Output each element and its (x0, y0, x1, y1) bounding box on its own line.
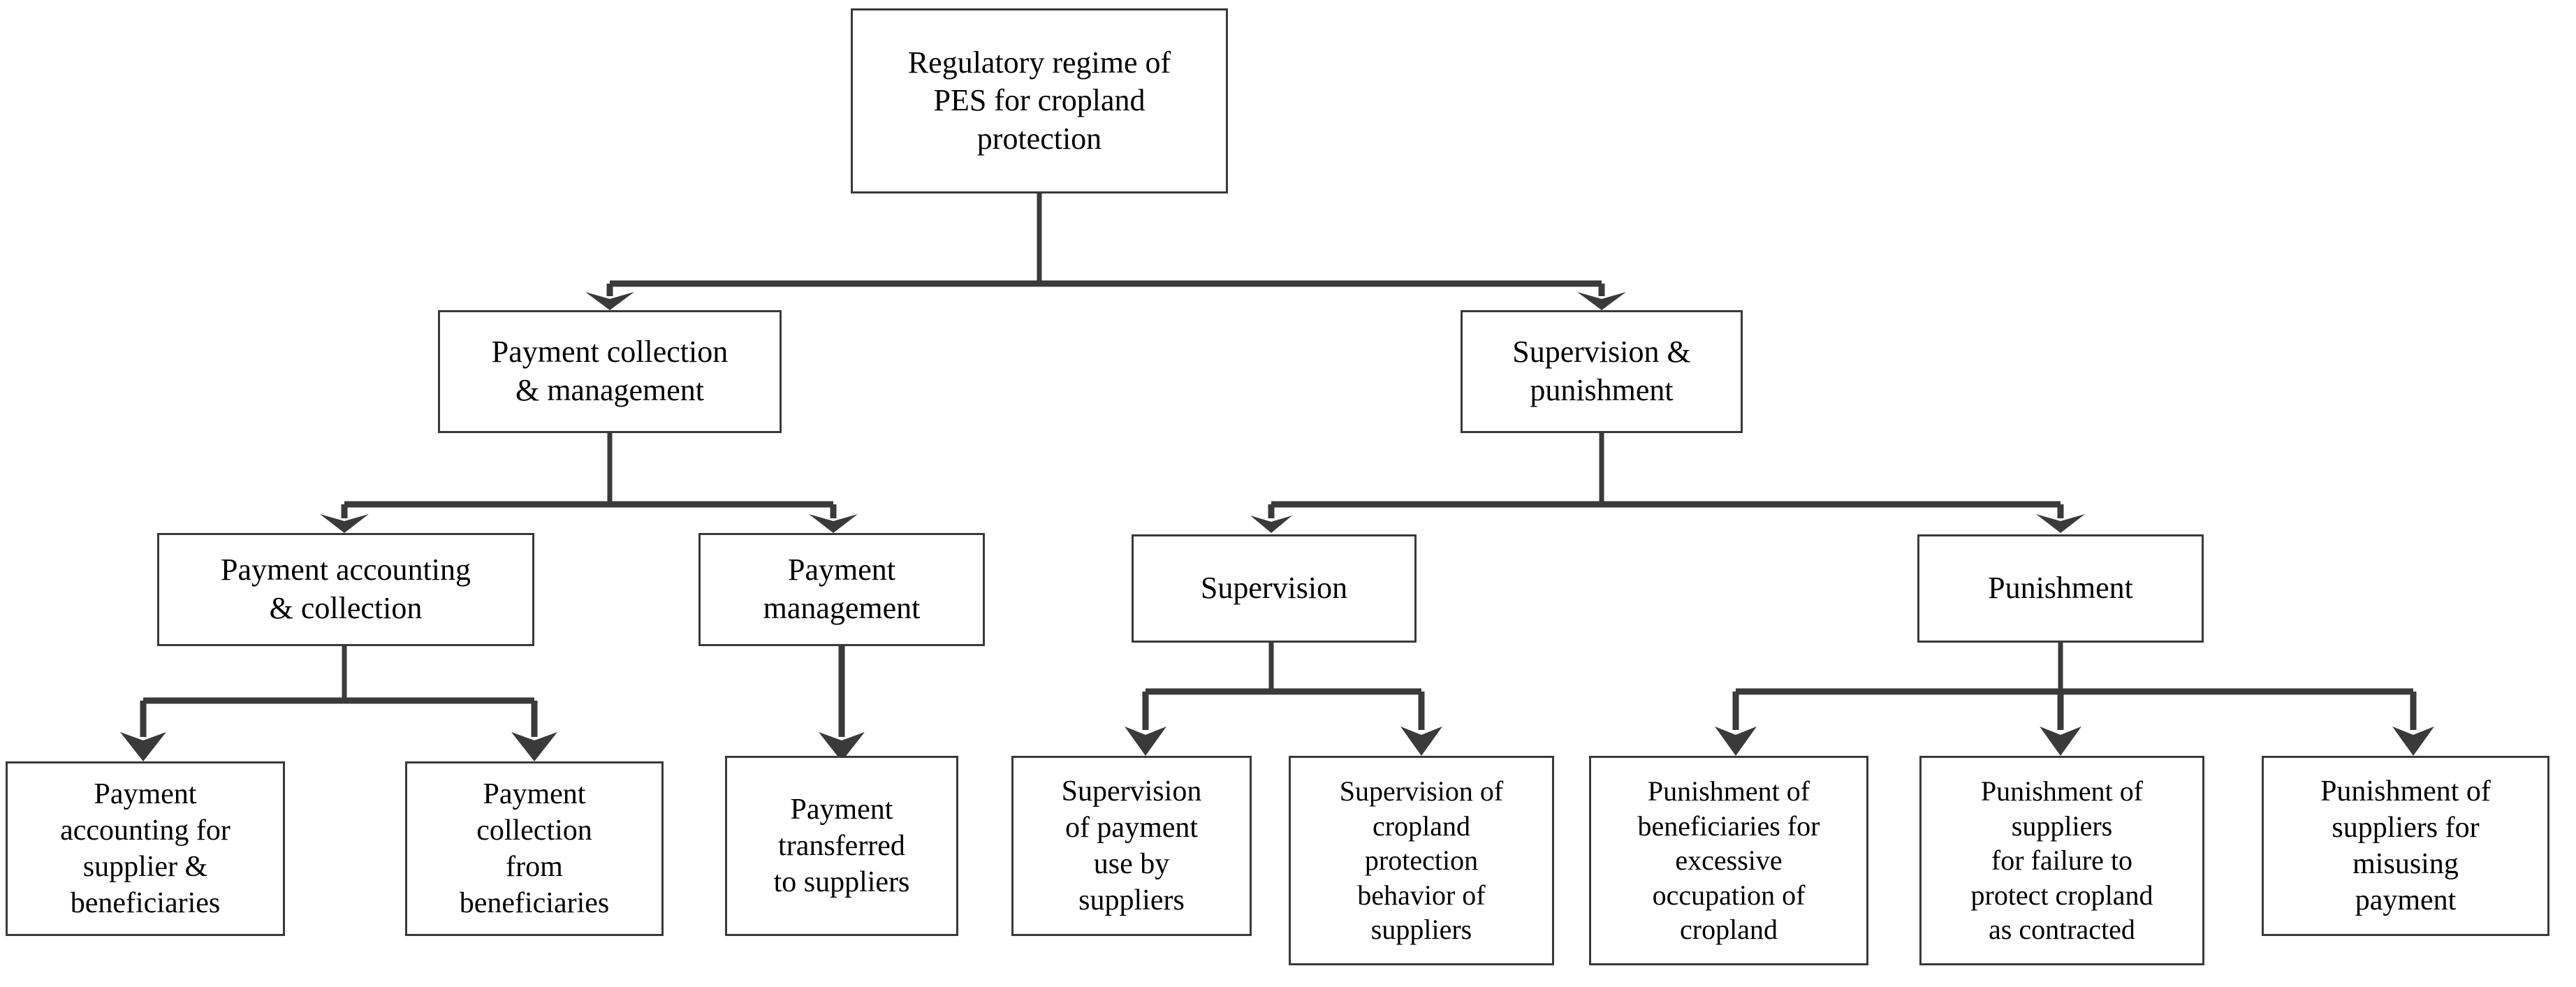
node-punishment-beneficiaries-excessive-occupation-label: Punishment of beneficiaries for excessiv… (1637, 775, 1820, 946)
arrowhead-sup-to-leaf4 (1125, 726, 1166, 756)
node-payment-accounting-collection-label: Payment accounting & collection (220, 553, 471, 625)
node-supervision-of-cropland-protection-behavior[interactable]: Supervision of cropland protection behav… (1289, 756, 1554, 965)
node-payment-collection-management-label: Payment collection & management (491, 335, 729, 407)
node-supervision-label: Supervision (1200, 571, 1348, 606)
node-punishment-beneficiaries-excessive-occupation[interactable]: Punishment of beneficiaries for excessiv… (1589, 756, 1868, 965)
node-root-label: Regulatory regime of PES for cropland pr… (907, 45, 1171, 156)
node-punishment-suppliers-failure-protect-label: Punishment of suppliers for failure to p… (1970, 775, 2153, 946)
node-payment-accounting-supplier-beneficiaries[interactable]: Payment accounting for supplier & benefi… (6, 761, 285, 936)
arrowhead-pun-to-leaf7 (2040, 726, 2081, 756)
arrowhead-pun-to-leaf6 (1715, 726, 1757, 756)
node-payment-transferred-to-suppliers-label: Payment transferred to suppliers (773, 793, 910, 899)
node-root[interactable]: Regulatory regime of PES for cropland pr… (851, 8, 1228, 193)
node-payment-accounting-collection[interactable]: Payment accounting & collection (157, 533, 534, 646)
node-supervision-punishment-label: Supervision & punishment (1512, 335, 1691, 407)
node-punishment-label: Punishment (1988, 571, 2133, 606)
arrowhead-pun-to-leaf8 (2392, 726, 2434, 756)
arrowhead-pcm-to-management (809, 514, 858, 533)
arrowhead-pac-to-leaf1 (120, 732, 166, 761)
node-payment-transferred-to-suppliers[interactable]: Payment transferred to suppliers (725, 756, 958, 936)
arrowhead-pac-to-leaf2 (511, 732, 557, 761)
arrowhead-root-to-payment (585, 292, 634, 310)
node-payment-collection-from-beneficiaries[interactable]: Payment collection from beneficiaries (405, 761, 664, 936)
node-payment-management[interactable]: Payment management (698, 533, 985, 646)
node-supervision-of-cropland-protection-behavior-label: Supervision of cropland protection behav… (1339, 775, 1504, 946)
node-payment-accounting-supplier-beneficiaries-label: Payment accounting for supplier & benefi… (60, 777, 230, 920)
arrowhead-root-to-supervision (1577, 292, 1626, 310)
node-supervision-of-payment-use-by-suppliers-label: Supervision of payment use by suppliers (1061, 775, 1202, 917)
node-supervision-of-payment-use-by-suppliers[interactable]: Supervision of payment use by suppliers (1011, 756, 1252, 936)
node-payment-collection-from-beneficiaries-label: Payment collection from beneficiaries (459, 777, 610, 920)
node-punishment-suppliers-failure-protect[interactable]: Punishment of suppliers for failure to p… (1919, 756, 2204, 965)
node-payment-collection-management[interactable]: Payment collection & management (438, 310, 782, 433)
node-supervision[interactable]: Supervision (1132, 534, 1417, 643)
arrowhead-sup-to-leaf5 (1400, 726, 1442, 756)
node-punishment[interactable]: Punishment (1917, 534, 2204, 643)
node-payment-management-label: Payment management (763, 553, 921, 625)
arrowhead-sp-to-punishment (2036, 514, 2085, 533)
arrowhead-pcm-to-accounting (320, 514, 369, 533)
node-punishment-suppliers-misusing-payment-label: Punishment of suppliers for misusing pay… (2320, 775, 2491, 917)
node-supervision-punishment[interactable]: Supervision & punishment (1461, 310, 1743, 433)
arrowhead-sp-to-supervision (1250, 516, 1292, 533)
node-punishment-suppliers-misusing-payment[interactable]: Punishment of suppliers for misusing pay… (2262, 756, 2549, 936)
